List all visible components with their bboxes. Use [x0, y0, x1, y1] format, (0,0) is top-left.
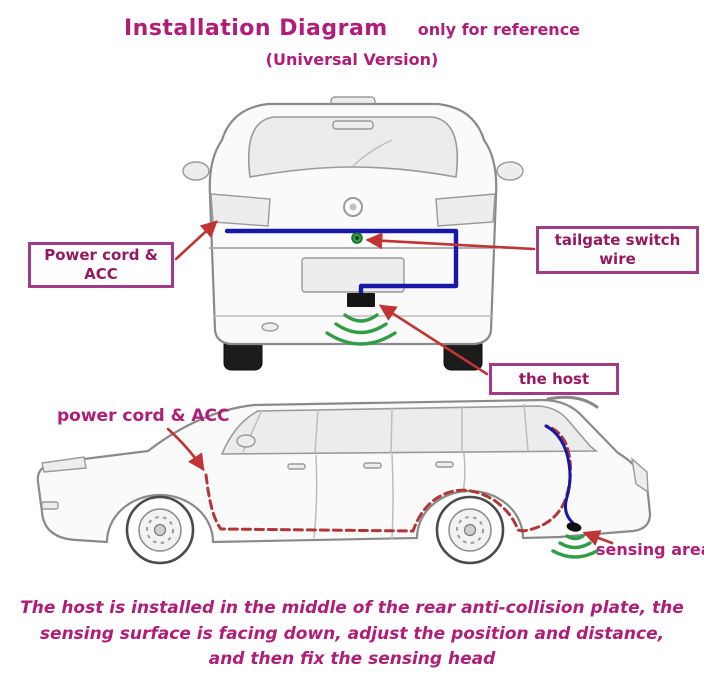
rear-view-car	[182, 96, 524, 371]
side-view-car	[36, 395, 652, 565]
tailgate-switch-connector-core	[355, 236, 359, 240]
arrow-host-icon	[378, 304, 489, 376]
sensing-head	[566, 522, 582, 532]
wave-small	[565, 534, 585, 541]
door-handle-1	[287, 463, 306, 470]
header: Installation Diagram only for reference …	[0, 16, 704, 69]
wave-large	[551, 549, 599, 559]
label-box-power-cord-acc: Power cord & ACC	[28, 242, 174, 288]
left-mirror	[182, 161, 210, 181]
power-wire-blue	[224, 228, 459, 297]
arrow-tailgate-switch-icon	[365, 232, 536, 251]
wave-small	[343, 313, 379, 323]
title-note: only for reference	[417, 20, 581, 39]
side-mirror	[236, 434, 256, 448]
host-unit	[347, 293, 375, 307]
license-plate-recess	[301, 257, 405, 293]
label-the-host-text: the host	[518, 369, 590, 388]
roof-spoiler	[546, 395, 599, 409]
rear-wiper	[352, 139, 393, 167]
door-handle-2	[363, 462, 382, 469]
brand-emblem-dot	[349, 203, 357, 211]
label-sensing-area: sensing area	[596, 540, 704, 559]
label-power-cord-acc-text: Power cord & ACC	[44, 246, 158, 283]
rear-window	[247, 116, 459, 178]
front-wheel	[125, 495, 195, 565]
side-windows	[220, 405, 599, 455]
title-row: Installation Diagram only for reference	[0, 16, 704, 41]
label-box-the-host: the host	[489, 363, 619, 395]
rear-wheel	[435, 495, 505, 565]
arrow-sensing-area-icon	[582, 530, 614, 546]
arrow-power-cord-side-icon	[166, 427, 205, 472]
taillight-side	[631, 457, 649, 494]
sensing-waves-rear-icon	[325, 313, 397, 346]
wave-large	[325, 331, 397, 346]
power-cable-red	[204, 424, 572, 533]
label-power-cord-acc-side: power cord & ACC	[57, 406, 230, 426]
label-tailgate-switch-wire-text: tailgate switch wire	[554, 231, 681, 268]
headlight	[41, 456, 87, 473]
subtitle: (Universal Version)	[265, 50, 439, 69]
b-pillar	[314, 408, 319, 454]
brake-light	[332, 120, 374, 130]
door-handle-3	[435, 461, 454, 468]
sensor-wire-blue	[544, 424, 575, 525]
wave-medium	[558, 541, 592, 550]
right-taillight	[435, 193, 496, 227]
page-title: Installation Diagram	[123, 16, 388, 41]
rear-wiring	[224, 228, 459, 307]
e-pillar	[523, 403, 529, 452]
c-pillar	[390, 407, 393, 454]
label-box-tailgate-switch-wire: tailgate switch wire	[536, 226, 699, 274]
left-taillight	[210, 193, 271, 227]
sensing-waves-side-icon	[551, 534, 599, 559]
exhaust-pipe	[261, 322, 279, 332]
arrow-power-cord-icon	[174, 220, 218, 261]
right-mirror	[496, 161, 524, 181]
footer-note: The host is installed in the middle of t…	[20, 598, 684, 669]
fog-light	[41, 501, 59, 510]
wave-medium	[334, 322, 388, 335]
side-arrows	[166, 427, 614, 546]
side-wiring	[204, 424, 582, 533]
rear-arrows	[174, 220, 536, 376]
